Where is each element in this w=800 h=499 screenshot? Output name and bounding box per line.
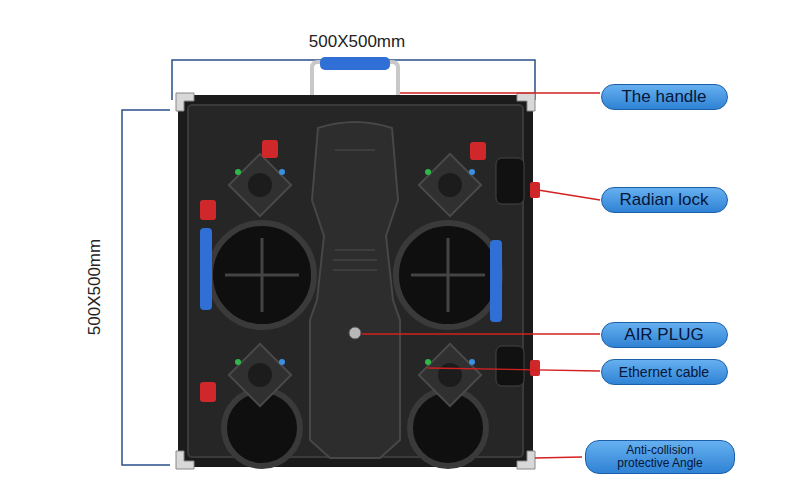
indicator-dots (235, 169, 475, 365)
corner-protectors (176, 93, 535, 469)
callout-pill: Anti-collision protective Angle (585, 440, 735, 474)
dimension-label: 500X500mm (85, 239, 105, 335)
center-cover (310, 122, 400, 458)
callout-pill: AIR PLUG (601, 322, 728, 348)
callout-pill: Ethernet cable (601, 359, 728, 385)
dimension-label: 500X500mm (309, 32, 405, 52)
callout-text: AIR PLUG (624, 326, 703, 344)
dimension-line (122, 110, 170, 465)
handle-grip (320, 57, 390, 70)
callout-text: Ethernet cable (619, 365, 709, 380)
side-grip (200, 228, 212, 310)
radian-locks (496, 158, 524, 386)
air-plug (349, 327, 361, 339)
callout-pill: Radian lock (601, 187, 728, 213)
callout-pill: The handle (601, 84, 728, 110)
leader-lines (362, 93, 600, 458)
side-grip (490, 240, 502, 322)
cabinet-body (178, 95, 533, 467)
callout-text: Anti-collision protective Angle (605, 444, 715, 469)
callout-text: Radian lock (620, 191, 709, 209)
cover-ribs (333, 150, 377, 270)
red-locks (200, 140, 540, 402)
callout-text: The handle (621, 88, 706, 106)
